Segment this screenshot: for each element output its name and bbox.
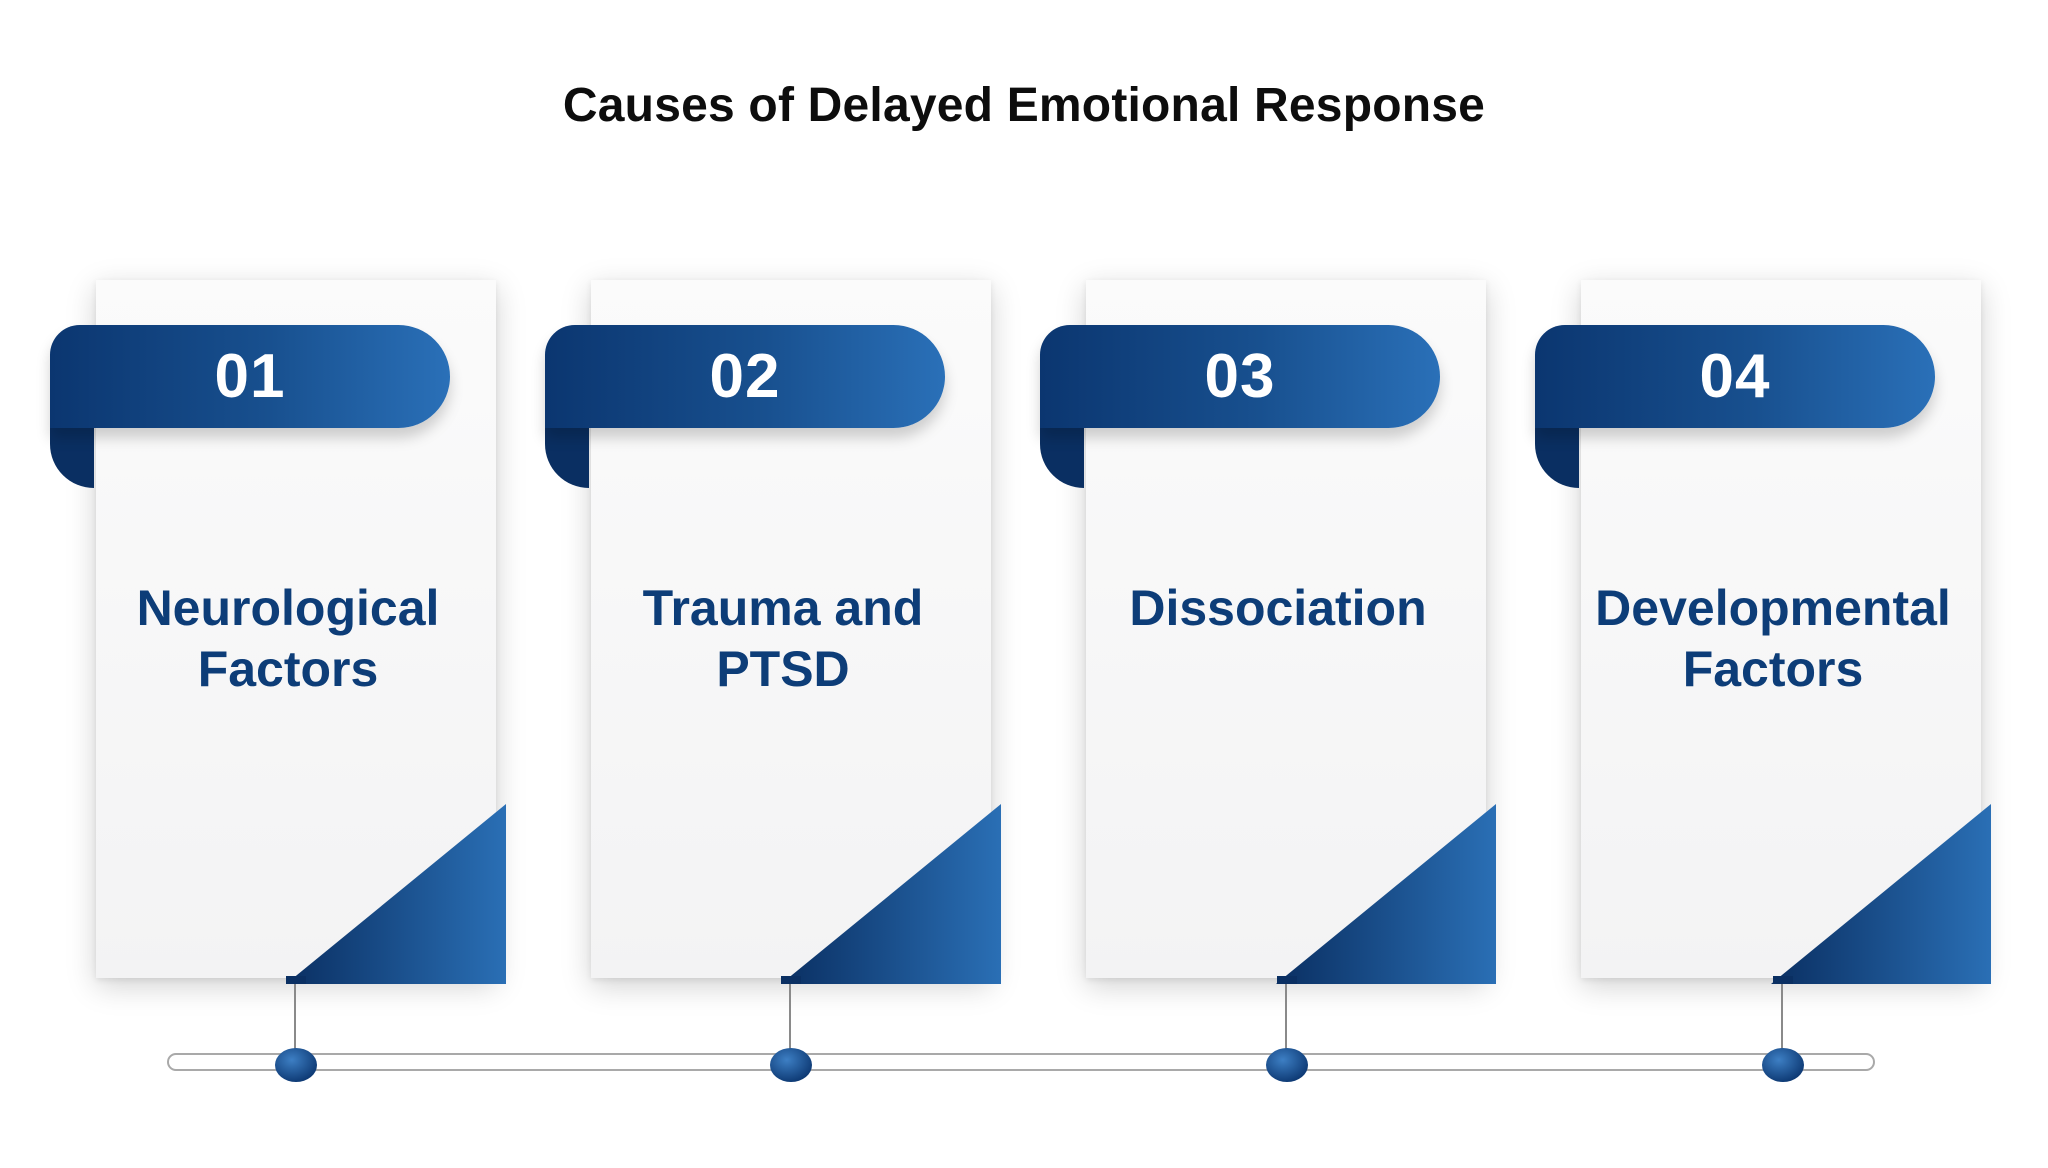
step-corner-3: [1276, 804, 1496, 984]
step-corner-1: [286, 804, 506, 984]
timeline-dot-4: [1762, 1048, 1804, 1082]
step-number-badge-4: 04: [1535, 325, 1935, 428]
page-title: Causes of Delayed Emotional Response: [562, 79, 1486, 132]
step-label-3: Dissociation: [1129, 580, 1427, 636]
step-label-2: Trauma and PTSD: [642, 580, 924, 697]
step-corner-4: [1771, 804, 1991, 984]
step-number-badge-2: 02: [545, 325, 945, 428]
step-number-badge-3: 03: [1040, 325, 1440, 428]
step-corner-2: [781, 804, 1001, 984]
step-label-1: Neurological Factors: [136, 580, 440, 697]
timeline-dot-1: [275, 1048, 317, 1082]
timeline-dot-2: [770, 1048, 812, 1082]
step-label-4: Developmental Factors: [1595, 580, 1951, 697]
step-number-badge-1: 01: [50, 325, 450, 428]
timeline-track: [167, 1053, 1875, 1071]
timeline-dot-3: [1266, 1048, 1308, 1082]
